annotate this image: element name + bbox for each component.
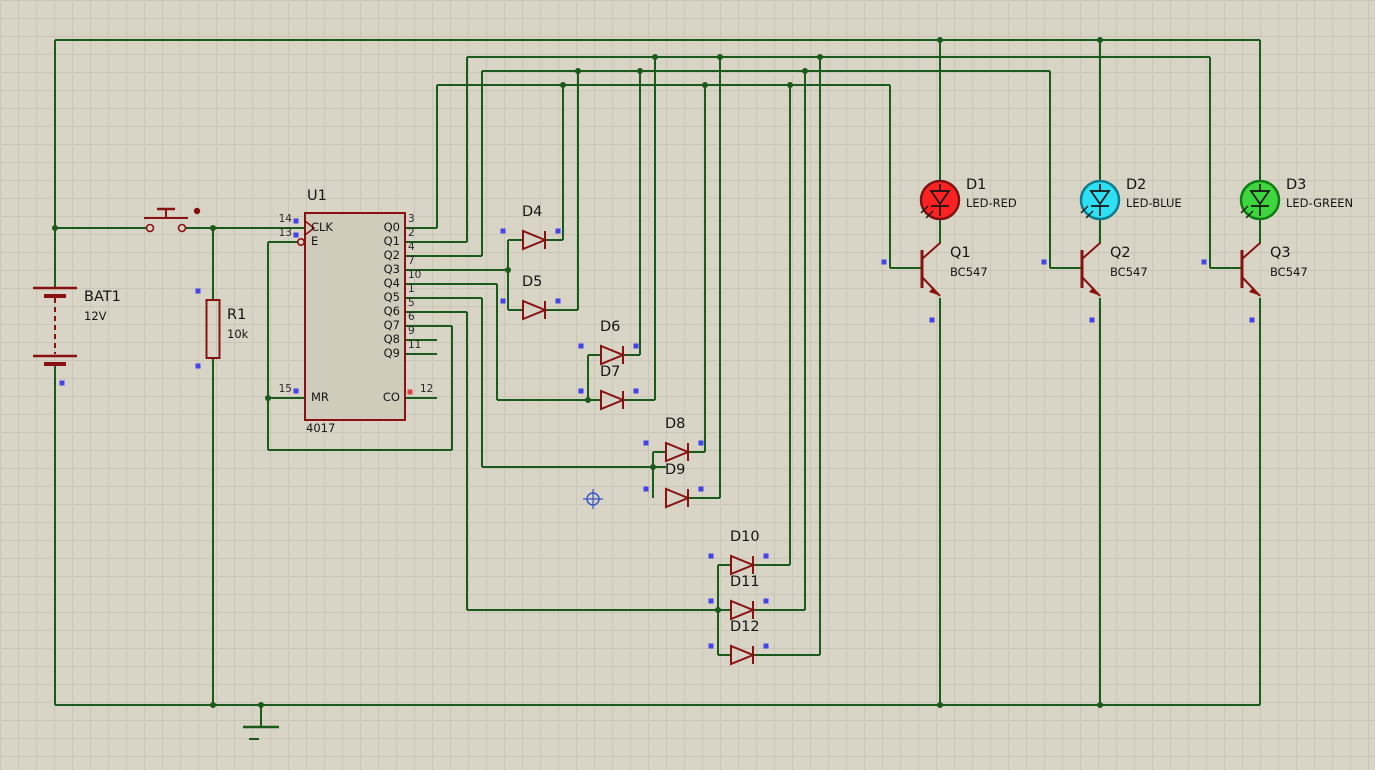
pin-number: 4 (408, 241, 415, 253)
diode-d8[interactable] (665, 441, 691, 463)
emitter-arrow-icon (929, 287, 938, 295)
pin-number: 14 (278, 213, 292, 225)
diode-ref-label: D4 (522, 204, 543, 220)
led-d3-green[interactable] (1239, 179, 1281, 221)
diode-d7[interactable] (600, 389, 626, 411)
pin-name-q3: Q3 (383, 262, 400, 276)
pin-number: 12 (420, 383, 434, 395)
emitter-arrow-icon (1249, 287, 1258, 295)
ic-ref-label: U1 (307, 188, 327, 204)
pin-name-q6: Q6 (383, 304, 400, 318)
pin-name-q2: Q2 (383, 248, 400, 262)
clock-chevron-icon (304, 220, 316, 236)
battery-ref-label: BAT1 (84, 289, 121, 305)
transistor-q3[interactable] (1240, 242, 1261, 297)
led-ref-label: D1 (966, 177, 987, 193)
resistor-ref-label: R1 (227, 307, 247, 323)
transistor-q2[interactable] (1080, 242, 1101, 297)
pin-name-e: E (311, 234, 319, 248)
pin-name-q9: Q9 (383, 346, 400, 360)
diode-ref-label: D9 (665, 462, 686, 478)
led-d2-blue[interactable] (1079, 179, 1121, 221)
switch-pushbutton[interactable] (144, 207, 201, 233)
pin-number: 11 (408, 339, 422, 351)
transistor-ref-label: Q3 (1270, 245, 1291, 261)
pin-number: 15 (278, 383, 292, 395)
junction-dots (52, 37, 1103, 708)
pin-name-clk: CLK (311, 220, 333, 234)
ic-value-label: 4017 (306, 421, 336, 435)
pin-name-q7: Q7 (383, 318, 400, 332)
pin-number: 7 (408, 255, 415, 267)
diode-d9[interactable] (665, 487, 691, 509)
led-model-label: LED-BLUE (1126, 196, 1182, 210)
diode-d4[interactable] (522, 229, 548, 251)
pin-name-q4: Q4 (383, 276, 400, 290)
button-state-dot (193, 207, 201, 215)
ground-symbol[interactable] (243, 725, 279, 740)
diode-d6[interactable] (600, 344, 626, 366)
transistor-model-label: BC547 (950, 265, 988, 279)
transistor-ref-label: Q1 (950, 245, 971, 261)
pin-number: 2 (408, 227, 415, 239)
battery-value-label: 12V (84, 309, 107, 323)
co-pin-marker (407, 389, 413, 395)
pin-name-q1: Q1 (383, 234, 400, 248)
diode-ref-label: D5 (522, 274, 543, 290)
pin-number: 6 (408, 311, 415, 323)
ic-u1-4017[interactable] (296, 212, 406, 421)
wire-network[interactable] (54, 39, 1261, 727)
led-d1-red[interactable] (919, 179, 961, 221)
pin-number: 9 (408, 325, 415, 337)
led-model-label: LED-RED (966, 196, 1017, 210)
pin-number: 13 (278, 227, 292, 239)
steering-diodes (522, 229, 756, 666)
cursor-crosshair-icon (583, 489, 603, 509)
diode-d12[interactable] (730, 644, 756, 666)
inversion-bubble-icon (296, 238, 305, 247)
pin-number: 1 (408, 283, 415, 295)
transistor-q1[interactable] (920, 242, 941, 297)
diode-ref-label: D7 (600, 364, 621, 380)
diode-ref-label: D12 (730, 619, 760, 635)
pin-name-q0: Q0 (383, 220, 400, 234)
diode-ref-label: D10 (730, 529, 760, 545)
led-ref-label: D2 (1126, 177, 1147, 193)
diode-d5[interactable] (522, 299, 548, 321)
pin-number: 3 (408, 213, 415, 225)
pin-name-co: CO (382, 390, 400, 404)
pin-number: 5 (408, 297, 415, 309)
transistor-ref-label: Q2 (1110, 245, 1131, 261)
diode-ref-label: D6 (600, 319, 621, 335)
resistor-value-label: 10k (227, 327, 249, 341)
pin-number: 10 (408, 269, 422, 281)
diode-ref-label: D8 (665, 416, 686, 432)
diode-d11[interactable] (730, 599, 756, 621)
diode-d10[interactable] (730, 554, 756, 576)
transistor-model-label: BC547 (1270, 265, 1308, 279)
led-ref-label: D3 (1286, 177, 1307, 193)
transistor-model-label: BC547 (1110, 265, 1148, 279)
pin-markers (59, 218, 1255, 649)
diode-ref-label: D11 (730, 574, 760, 590)
emitter-arrow-icon (1089, 287, 1098, 295)
pin-name-mr: MR (311, 390, 329, 404)
resistor-r1[interactable] (205, 299, 221, 359)
battery-bat1[interactable] (33, 286, 77, 366)
pin-name-q5: Q5 (383, 290, 400, 304)
led-model-label: LED-GREEN (1286, 196, 1354, 210)
pin-name-q8: Q8 (383, 332, 400, 346)
